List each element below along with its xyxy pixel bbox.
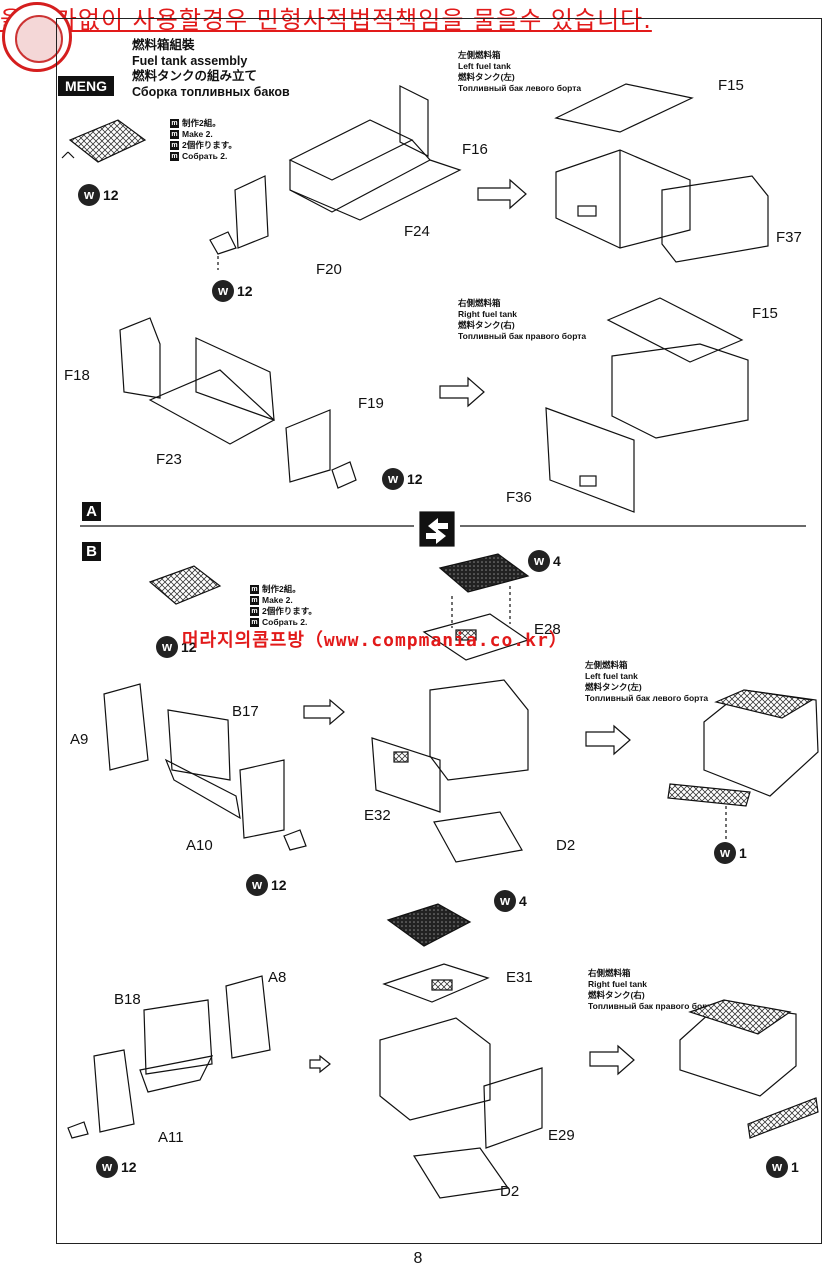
part-label-f20: F20 xyxy=(316,261,342,278)
site-logo-seal xyxy=(2,2,72,72)
part-label-a11: A11 xyxy=(158,1129,184,1146)
title-cn: 燃料箱組裝 xyxy=(132,38,195,52)
part-label-d2-lower: D2 xyxy=(500,1183,520,1200)
section-a-marker: A xyxy=(82,502,101,521)
part-label-f15-right: F15 xyxy=(752,305,778,322)
part-label-b18: B18 xyxy=(114,991,141,1008)
brand-logo: MENG xyxy=(58,76,114,96)
part-label-e29: E29 xyxy=(548,1127,575,1144)
part-label-f23: F23 xyxy=(156,451,182,468)
part-label-f19: F19 xyxy=(358,395,384,412)
part-label-e28: E28 xyxy=(534,621,561,638)
part-label-e32: E32 xyxy=(364,807,391,824)
title-en: Fuel tank assembly xyxy=(132,53,248,68)
site-watermark: 머라지의콤프방（www.compmania.co.kr） xyxy=(182,630,568,651)
part-label-a9: A9 xyxy=(70,731,89,748)
part-label-f15: F15 xyxy=(718,77,744,94)
title-jp: 燃料タンクの組み立て xyxy=(132,69,258,83)
part-label-a10: A10 xyxy=(186,837,213,854)
page-number: 8 xyxy=(413,1250,423,1267)
part-label-b17: B17 xyxy=(232,703,259,720)
part-label-e31: E31 xyxy=(506,969,533,986)
part-label-f37: F37 xyxy=(776,229,802,246)
part-label-d2: D2 xyxy=(556,837,576,854)
part-label-f16: F16 xyxy=(462,141,488,158)
part-label-f36: F36 xyxy=(506,489,532,506)
part-label-a8: A8 xyxy=(268,969,287,986)
step-title: 燃料箱組裝 Fuel tank assembly 燃料タンクの組み立て Сбор… xyxy=(132,38,290,100)
part-label-f24: F24 xyxy=(404,223,430,240)
page-frame xyxy=(56,18,822,1244)
section-b-marker: B xyxy=(82,542,101,561)
title-ru: Сборка топливных баков xyxy=(132,84,290,99)
part-label-f18: F18 xyxy=(64,367,90,384)
